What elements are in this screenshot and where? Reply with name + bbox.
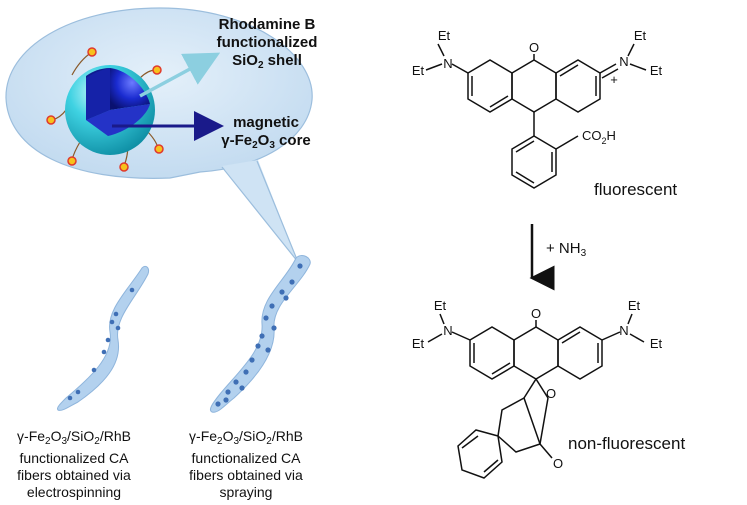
bottom-molecule-labels: N Et Et O N Et Et O O — [412, 298, 663, 471]
atom-et: Et — [412, 336, 425, 351]
shell-arrow — [139, 52, 221, 98]
atom-et: Et — [412, 63, 425, 78]
rhodamine-open-molecule — [425, 43, 647, 189]
caption-line4: spraying — [219, 484, 273, 500]
atom-et: Et — [634, 28, 647, 43]
nanoparticle — [46, 47, 164, 172]
ligand-dots — [46, 47, 164, 172]
shell-label-line2: functionalized — [216, 34, 318, 51]
atom-et: Et — [438, 28, 451, 43]
caption-electrospinning: γ-Fe2O3/SiO2/RhB functionalized CA fiber… — [0, 428, 148, 501]
atom-o: O — [531, 306, 541, 321]
fiber-electrospinning — [57, 265, 149, 411]
reagent-label: + NH3 — [546, 240, 587, 259]
atom-n: N — [619, 323, 628, 338]
top-molecule-labels: N Et Et O N + Et Et CO2H — [412, 28, 663, 146]
caption-line3: fibers obtained via — [17, 467, 131, 483]
atom-et: Et — [650, 336, 663, 351]
caption-formula: γ-Fe2O3/SiO2/RhB — [189, 428, 303, 447]
caption-spraying: γ-Fe2O3/SiO2/RhB functionalized CA fiber… — [172, 428, 320, 501]
atom-et: Et — [628, 298, 641, 313]
atom-n: N — [619, 54, 628, 69]
atom-et: Et — [650, 63, 663, 78]
atom-o: O — [553, 456, 563, 471]
atom-n: N — [443, 323, 452, 338]
caption-line3: fibers obtained via — [189, 467, 303, 483]
charge-plus: + — [610, 72, 618, 87]
core-label-line2: γ-Fe2O3 core — [221, 132, 311, 151]
shell-label-line3: SiO2 shell — [232, 52, 302, 71]
shell-label-line1: Rhodamine B — [218, 16, 316, 33]
state-non-fluorescent: non-fluorescent — [568, 434, 686, 453]
atom-o: O — [529, 40, 539, 55]
core-label-line1: magnetic — [233, 114, 299, 131]
fiber-spraying — [209, 255, 311, 413]
atom-et: Et — [434, 298, 447, 313]
core-label: magnetic γ-Fe2O3 core — [214, 114, 318, 155]
caption-formula: γ-Fe2O3/SiO2/RhB — [17, 428, 131, 447]
caption-line2: functionalized CA — [191, 450, 301, 466]
shell-label: Rhodamine B functionalized SiO2 shell — [212, 16, 322, 75]
atom-o: O — [546, 386, 556, 401]
caption-line2: functionalized CA — [19, 450, 129, 466]
acid-group: CO2H — [582, 128, 616, 146]
state-fluorescent: fluorescent — [594, 180, 678, 199]
atom-n: N — [443, 56, 452, 71]
rhodamine-closed-molecule — [427, 313, 645, 479]
caption-line4: electrospinning — [26, 484, 122, 500]
